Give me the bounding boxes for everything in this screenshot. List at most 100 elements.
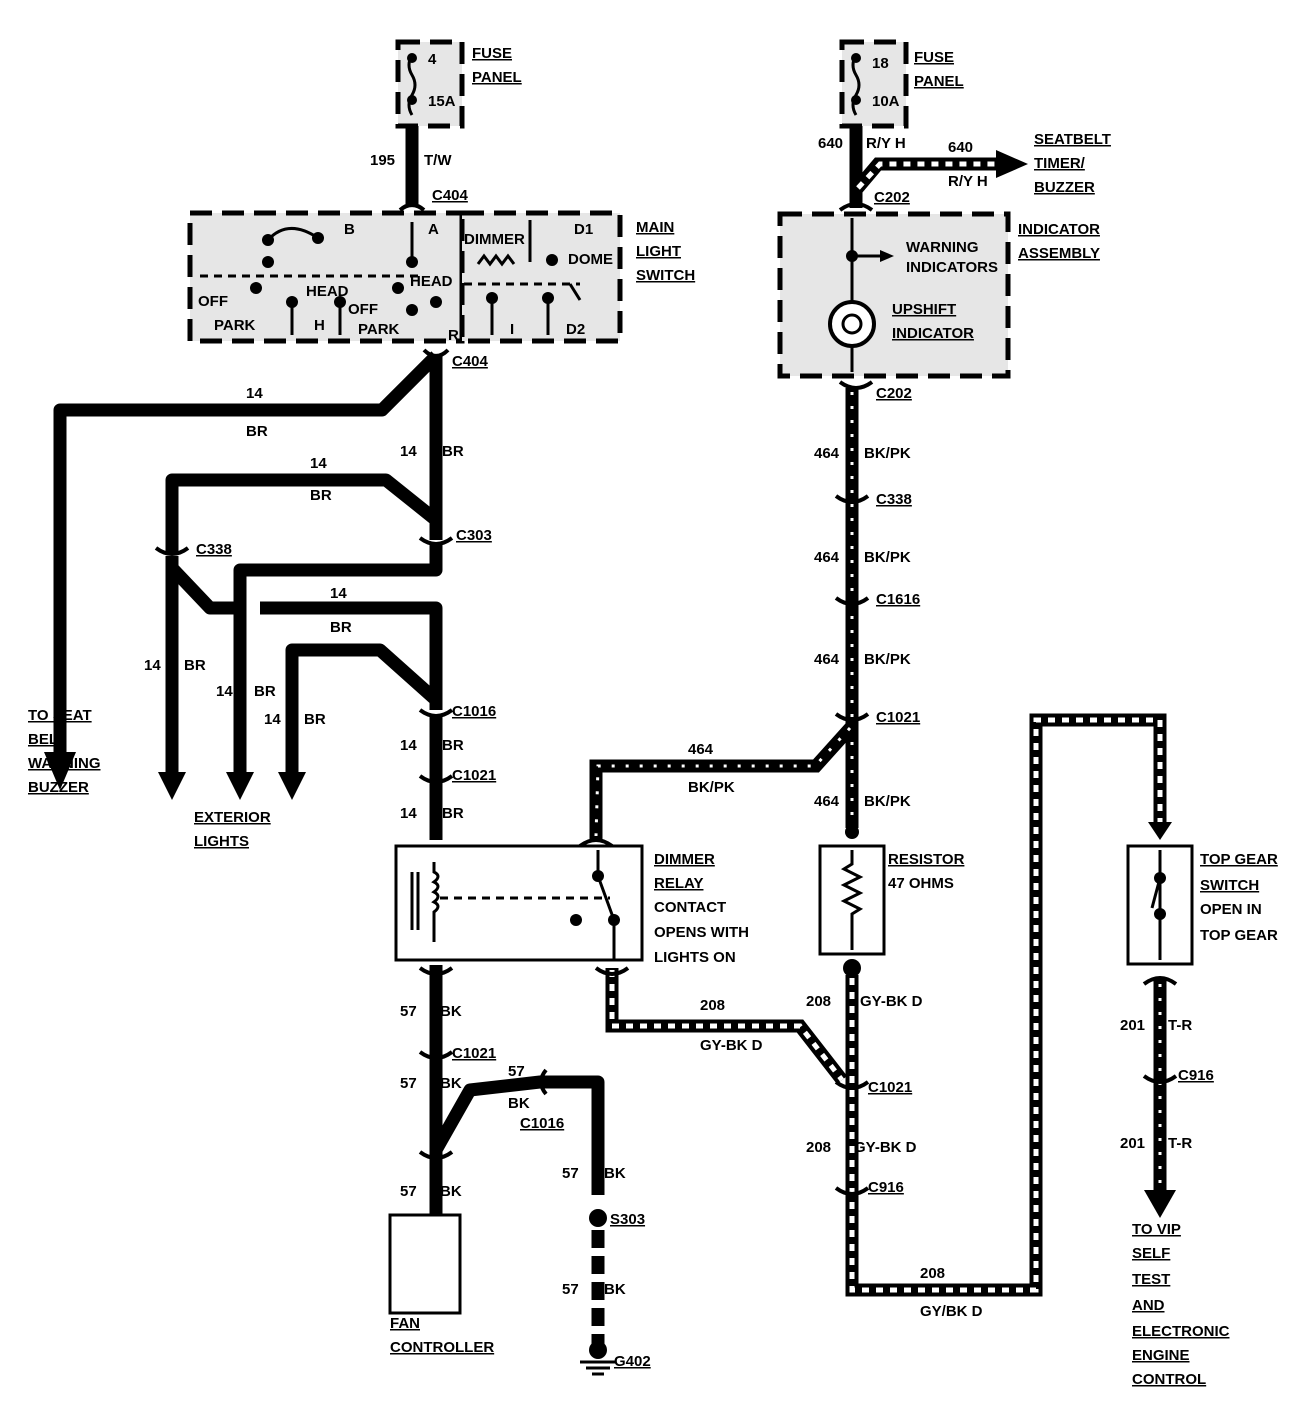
- connector-relay-top: [578, 838, 614, 848]
- connector-c338-left: [154, 546, 190, 556]
- fuse-right-number: 18: [872, 55, 889, 72]
- dimmer-relay-title-2: RELAY: [654, 875, 703, 892]
- warning-indicators-1: WARNING: [906, 239, 979, 256]
- label-14-f: 14: [216, 683, 233, 700]
- fan-controller-1: FAN: [390, 1315, 420, 1332]
- fuse-panel-right: 18 10A FUSE PANEL: [839, 39, 964, 129]
- connector-c916-a: [834, 1186, 870, 1196]
- connector-c916-b: [1142, 1074, 1178, 1084]
- seatbelt-dest-1: TO SEAT: [28, 707, 92, 724]
- label-s303: S303: [610, 1211, 645, 1228]
- label-208-d: 208: [920, 1265, 945, 1282]
- label-57-e: 57: [562, 1165, 579, 1182]
- exterior-lights-1: EXTERIOR: [194, 809, 271, 826]
- label-c1016-bottom: C1016: [520, 1115, 564, 1132]
- warning-indicators-2: INDICATORS: [906, 259, 998, 276]
- dimmer-relay: [394, 844, 644, 962]
- label-464-a: 464: [814, 445, 840, 462]
- label-640-b: 640: [948, 139, 973, 156]
- label-br-f: BR: [254, 683, 276, 700]
- connector-fan: [418, 1150, 454, 1160]
- top-gear-note-2: TOP GEAR: [1200, 927, 1278, 944]
- wire-14-br-c338: [165, 473, 441, 555]
- label-gybkd-b: GY-BK D: [860, 993, 923, 1010]
- label-57-a: 57: [400, 1003, 417, 1020]
- label-c202-top: C202: [874, 189, 910, 206]
- label-14-e: 14: [144, 657, 161, 674]
- connector-c404-top: [398, 203, 426, 212]
- label-c1021-a: C1021: [452, 767, 496, 784]
- pos-off-1: OFF: [198, 293, 228, 310]
- label-464-e: 464: [814, 793, 840, 810]
- label-c1016-top: C1016: [452, 703, 496, 720]
- pos-park-2: PARK: [358, 321, 400, 338]
- label-208-a: 208: [700, 997, 725, 1014]
- pos-off-2: OFF: [348, 301, 378, 318]
- vip-2: SELF: [1132, 1245, 1170, 1262]
- label-c1021-b: C1021: [452, 1045, 496, 1062]
- main-light-switch-title-2: LIGHT: [636, 243, 681, 260]
- terminal-r: R: [448, 327, 459, 344]
- label-tr-a: T-R: [1168, 1017, 1192, 1034]
- vip-4: AND: [1132, 1297, 1165, 1314]
- label-14-h: 14: [400, 737, 417, 754]
- label-c303: C303: [456, 527, 492, 544]
- label-bk-a: BK: [440, 1003, 462, 1020]
- main-light-switch: MAIN LIGHT SWITCH B A R D1 I D2 OFF PARK…: [187, 210, 695, 344]
- vip-7: CONTROL: [1132, 1371, 1206, 1388]
- wire-14-br-c1016: [260, 601, 443, 710]
- arrow-ext-3: [278, 772, 306, 800]
- label-c404-bottom: C404: [452, 353, 489, 370]
- label-bkpk-c: BK/PK: [864, 651, 911, 668]
- label-c202-bottom: C202: [876, 385, 912, 402]
- fuse-left-rating: 15A: [428, 93, 456, 110]
- wire-208-relay: [605, 968, 848, 1084]
- fuse-left-label-1: FUSE: [472, 45, 512, 62]
- label-gybkd-a: GY-BK D: [700, 1037, 763, 1054]
- label-464-d: 464: [688, 741, 714, 758]
- upshift-indicator-2: INDICATOR: [892, 325, 974, 342]
- connector-c1016-bottom: [539, 1068, 548, 1096]
- label-br-g: BR: [304, 711, 326, 728]
- wire-640-seatbelt-stripe: [856, 161, 998, 190]
- fuse-right-label-1: FUSE: [914, 49, 954, 66]
- wire-ext-3: [285, 643, 441, 780]
- label-bk-c: BK: [508, 1095, 530, 1112]
- label-br-i: BR: [442, 805, 464, 822]
- label-14-g: 14: [264, 711, 281, 728]
- seatbelt-timer-1: SEATBELT: [1034, 131, 1111, 148]
- dimmer-relay-title-1: DIMMER: [654, 851, 715, 868]
- label-c916-b: C916: [1178, 1067, 1214, 1084]
- label-br-e: BR: [184, 657, 206, 674]
- dimmer-relay-note-2: OPENS WITH: [654, 924, 749, 941]
- terminal-i: I: [510, 321, 514, 338]
- label-gyslashbkd: GY/BK D: [920, 1303, 983, 1320]
- label-208-c: 208: [806, 1139, 831, 1156]
- seatbelt-dest-2: BELT: [28, 731, 66, 748]
- fuse-left-number: 4: [428, 51, 437, 68]
- label-br-a: BR: [246, 423, 268, 440]
- terminal-d1: D1: [574, 221, 593, 238]
- label-bkpk-d: BK/PK: [688, 779, 735, 796]
- label-c1021-c: C1021: [876, 709, 920, 726]
- label-14-a: 14: [246, 385, 263, 402]
- connector-c1616: [834, 596, 870, 606]
- terminal-a: A: [428, 221, 439, 238]
- connector-c1021-c: [834, 712, 870, 722]
- indicator-assembly-title-1: INDICATOR: [1018, 221, 1100, 238]
- main-light-switch-title-3: SWITCH: [636, 267, 695, 284]
- resistor-value: 47 OHMS: [888, 875, 954, 892]
- splice-s303: [589, 1209, 607, 1227]
- label-57-b: 57: [400, 1075, 417, 1092]
- arrow-ext-2: [226, 772, 254, 800]
- label-bk-d: BK: [440, 1183, 462, 1200]
- connector-top-gear-bottom: [1142, 976, 1178, 986]
- label-g402: G402: [614, 1353, 651, 1370]
- label-c338-left: C338: [196, 541, 232, 558]
- terminal-b: B: [344, 221, 355, 238]
- vip-1: TO VIP: [1132, 1221, 1181, 1238]
- connector-c338-right: [834, 494, 870, 504]
- top-gear-switch: [1126, 844, 1194, 966]
- top-gear-note-1: OPEN IN: [1200, 901, 1262, 918]
- label-14-d: 14: [330, 585, 347, 602]
